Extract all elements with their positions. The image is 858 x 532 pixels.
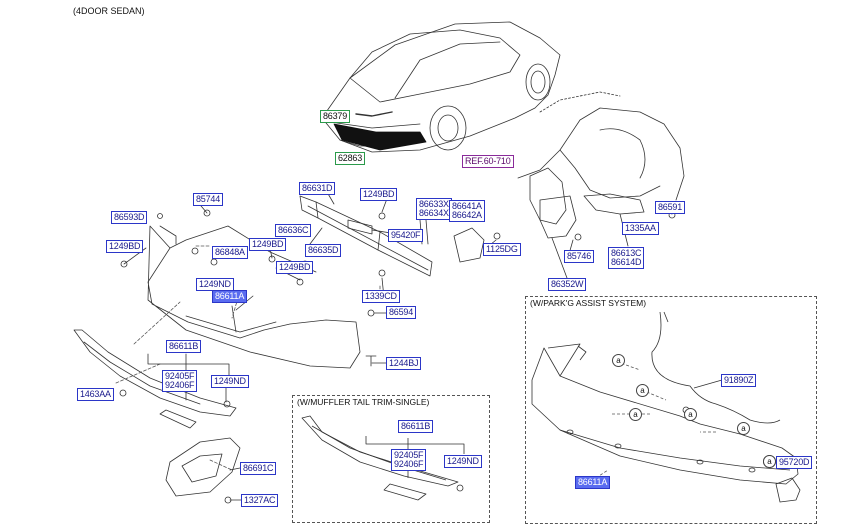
- part-label-86379[interactable]: 86379: [320, 110, 351, 123]
- part-label-86848a[interactable]: 86848A: [212, 246, 248, 259]
- callout-a: a: [684, 408, 697, 421]
- part-label-1327ac[interactable]: 1327AC: [241, 494, 279, 507]
- part-label-86594[interactable]: 86594: [386, 306, 417, 319]
- part-label-95420f[interactable]: 95420F: [388, 229, 424, 242]
- parking-inset-title: (W/PARK'G ASSIST SYSTEM): [530, 298, 647, 308]
- part-label-85746[interactable]: 85746: [564, 250, 595, 263]
- part-label-86636c[interactable]: 86636C: [275, 224, 312, 237]
- part-label-86641a[interactable]: 86641A 86642A: [449, 200, 485, 222]
- part-label-1249nd[interactable]: 1249ND: [211, 375, 249, 388]
- part-label-1335aa[interactable]: 1335AA: [622, 222, 659, 235]
- part-label-1244bj[interactable]: 1244BJ: [386, 357, 422, 370]
- part-label-92405f[interactable]: 92405F 92406F: [391, 449, 427, 471]
- part-label-86611a[interactable]: 86611A: [212, 290, 248, 303]
- parking-inset: [525, 296, 817, 524]
- muffler-inset-title: (W/MUFFLER TAIL TRIM-SINGLE): [297, 397, 430, 407]
- part-label-86613c[interactable]: 86613C 86614D: [608, 247, 645, 269]
- part-label-1249nd[interactable]: 1249ND: [444, 455, 482, 468]
- part-label-92405f[interactable]: 92405F 92406F: [162, 370, 198, 392]
- part-label-1249bd[interactable]: 1249BD: [360, 188, 398, 201]
- part-label-86631d[interactable]: 86631D: [299, 182, 336, 195]
- part-label-1463aa[interactable]: 1463AA: [77, 388, 114, 401]
- part-label-1125dg[interactable]: 1125DG: [483, 243, 521, 256]
- part-label-86593d[interactable]: 86593D: [111, 211, 148, 224]
- part-label-1249bd[interactable]: 1249BD: [249, 238, 287, 251]
- callout-a: a: [636, 384, 649, 397]
- callout-a: a: [737, 422, 750, 435]
- diagram-title: (4DOOR SEDAN): [73, 6, 145, 16]
- part-label-1339cd[interactable]: 1339CD: [362, 290, 400, 303]
- callout-a: a: [612, 354, 625, 367]
- part-label-1249bd[interactable]: 1249BD: [106, 240, 144, 253]
- part-label-85744[interactable]: 85744: [193, 193, 224, 206]
- callout-a: a: [629, 408, 642, 421]
- part-label-62863[interactable]: 62863: [335, 152, 366, 165]
- part-label-95720d[interactable]: 95720D: [776, 456, 813, 469]
- part-label-86635d[interactable]: 86635D: [305, 244, 342, 257]
- part-label-86611a[interactable]: 86611A: [575, 476, 611, 489]
- car-illustration: [321, 21, 561, 153]
- part-label-ref-60-710[interactable]: REF.60-710: [462, 155, 514, 168]
- muffler-inset: [292, 395, 490, 523]
- part-label-86611b[interactable]: 86611B: [398, 420, 434, 433]
- part-label-86691c[interactable]: 86691C: [240, 462, 277, 475]
- part-label-86633x[interactable]: 86633X 86634X: [416, 198, 452, 220]
- part-label-91890z[interactable]: 91890Z: [721, 374, 757, 387]
- callout-a: a: [763, 455, 776, 468]
- part-label-86591[interactable]: 86591: [655, 201, 686, 214]
- part-label-86611b[interactable]: 86611B: [166, 340, 202, 353]
- part-label-86352w[interactable]: 86352W: [548, 278, 587, 291]
- part-label-1249bd[interactable]: 1249BD: [276, 261, 314, 274]
